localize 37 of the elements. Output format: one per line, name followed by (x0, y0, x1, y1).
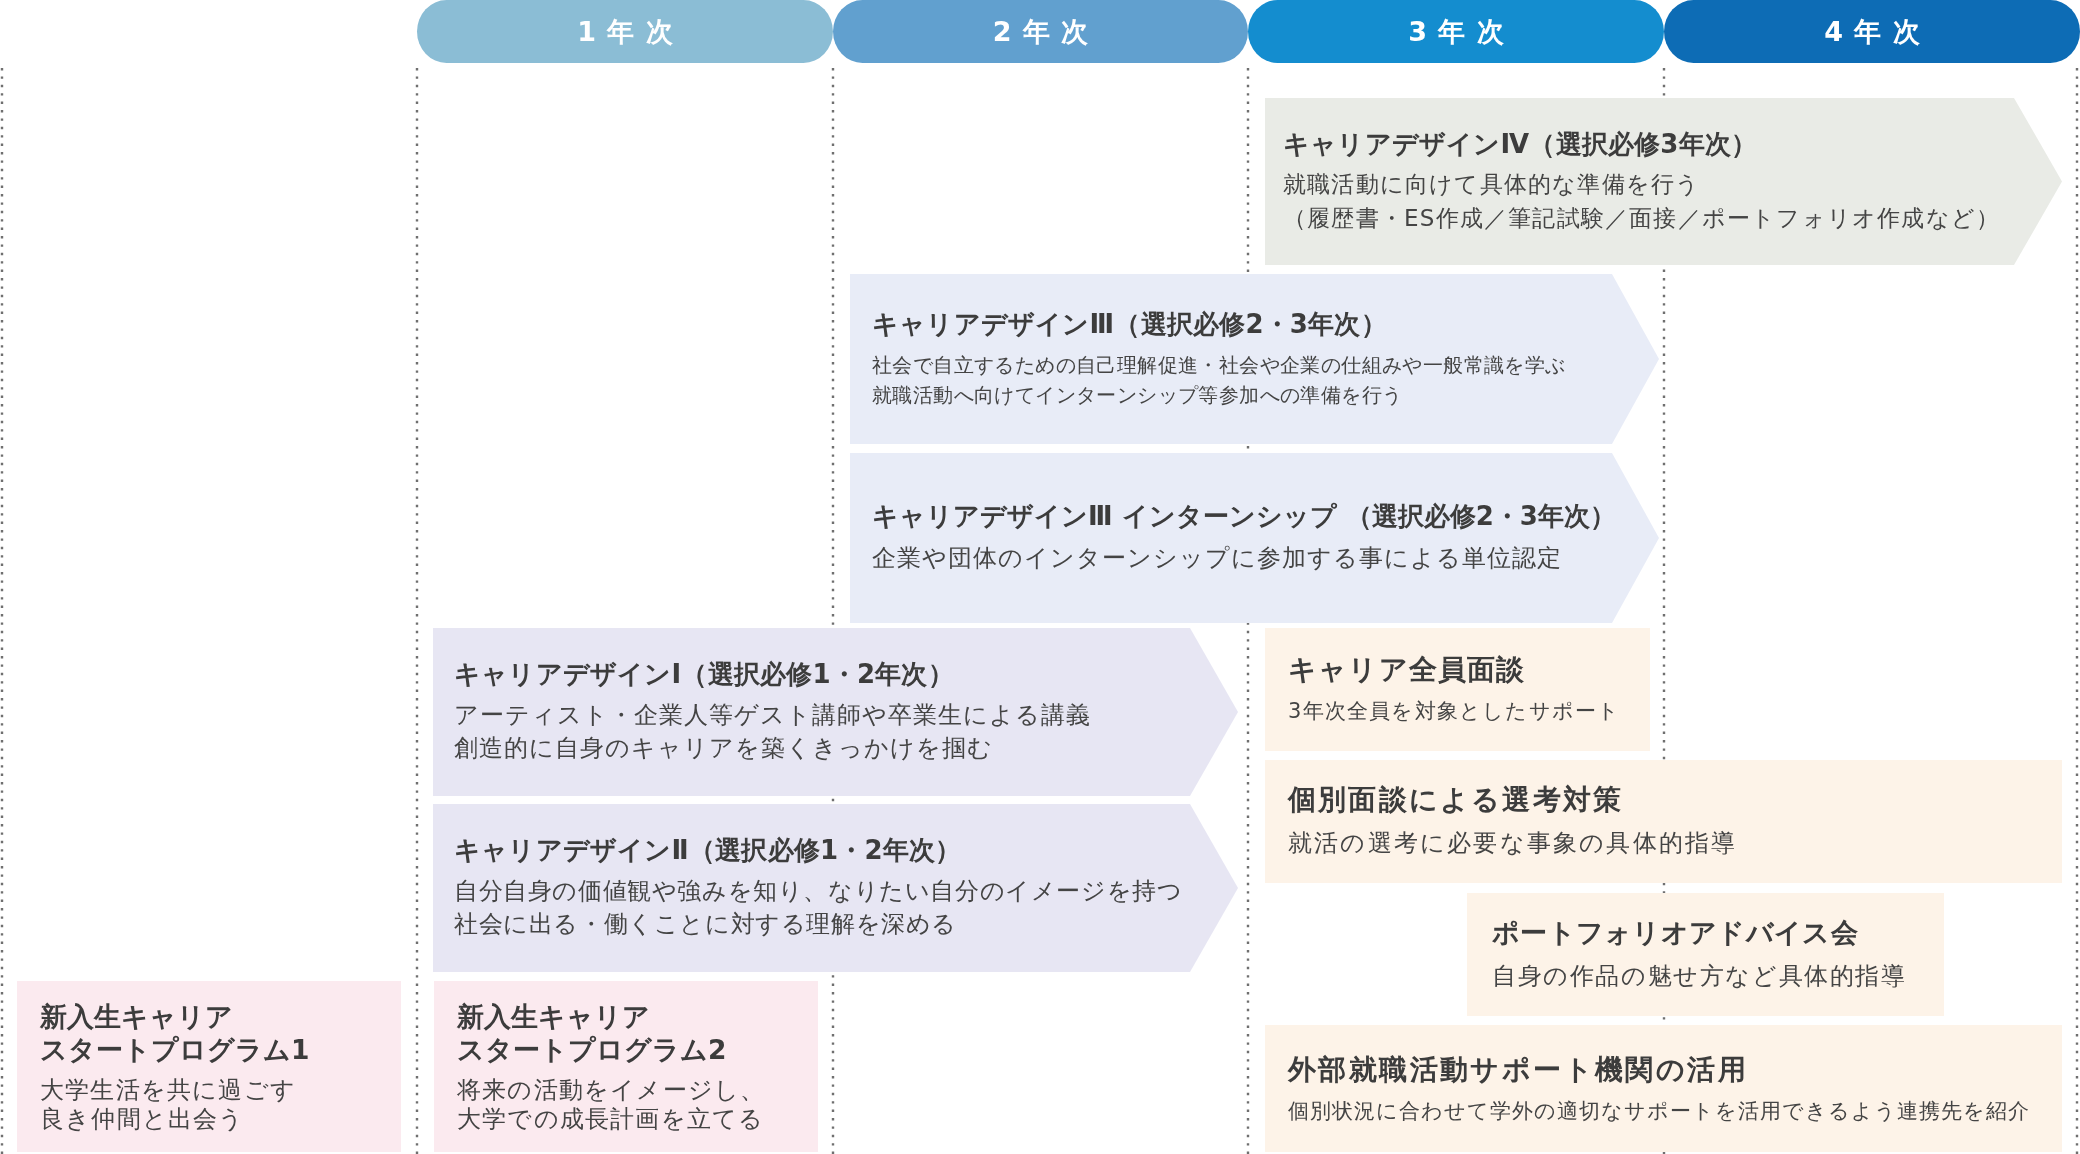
program-box (1467, 893, 1944, 1016)
course-title: キャリアデザインⅠ（選択必修1・2年次） (454, 658, 954, 691)
course-title: キャリアデザインⅢ インターンシップ （選択必修2・3年次） (872, 499, 1616, 533)
program-title: 新入生キャリアスタートプログラム2 (457, 999, 727, 1066)
course-description: 就職活動に向けて具体的な準備を行う (1283, 170, 1701, 200)
course-description: アーティスト・企業人等ゲスト講師や卒業生による講義 (454, 699, 1091, 731)
year-header: 1年次 (417, 0, 833, 63)
course-description: 創造的に自身のキャリアを築くきっかけを掴む (454, 733, 993, 765)
program-description: 3年次全員を対象としたサポート (1288, 698, 1621, 726)
year-header: 3年次 (1248, 0, 1664, 63)
program-title: 新入生キャリアスタートプログラム1 (40, 999, 310, 1066)
course-description: 就職活動へ向けてインターンシップ等参加への準備を行う (872, 382, 1403, 410)
program-description: 就活の選考に必要な事象の具体的指導 (1288, 828, 1738, 860)
program-box (1265, 1025, 2062, 1152)
program-title: 個別面談による選考対策 (1288, 782, 1624, 818)
course-banner (850, 453, 1659, 623)
course-title: キャリアデザインⅢ（選択必修2・3年次） (872, 307, 1387, 341)
program-description: 自身の作品の魅せ方など具体的指導 (1492, 960, 1907, 992)
course-title: キャリアデザインⅣ（選択必修3年次） (1283, 127, 1758, 161)
course-description: 社会で自立するための自己理解促進・社会や企業の仕組みや一般常識を学ぶ (872, 352, 1566, 380)
course-description: 企業や団体のインターンシップに参加する事による単位認定 (872, 543, 1562, 575)
program-description: 個別状況に合わせて学外の適切なサポートを活用できるよう連携先を紹介 (1288, 1097, 2030, 1125)
program-title: ポートフォリオアドバイス会 (1492, 915, 1858, 950)
course-description: （履歴書・ES作成／筆記試験／面接／ポートフォリオ作成など） (1283, 203, 2001, 233)
program-title: キャリア全員面談 (1288, 652, 1526, 688)
course-banner (433, 804, 1238, 972)
course-description: 自分自身の価値観や強みを知り、なりたい自分のイメージを持つ (454, 875, 1183, 907)
course-banner (433, 628, 1238, 796)
program-description: 将来の活動をイメージし、大学での成長計画を立てる (457, 1075, 766, 1134)
program-title: 外部就職活動サポート機関の活用 (1288, 1051, 1748, 1087)
year-header: 4年次 (1664, 0, 2080, 63)
course-banner (1265, 98, 2062, 265)
program-box (1265, 760, 2062, 883)
course-description: 社会に出る・働くことに対する理解を深める (454, 909, 957, 941)
program-description: 大学生活を共に過ごす良き仲間と出会う (40, 1075, 296, 1134)
course-title: キャリアデザインⅡ（選択必修1・2年次） (454, 834, 962, 867)
year-header: 2年次 (833, 0, 1248, 63)
